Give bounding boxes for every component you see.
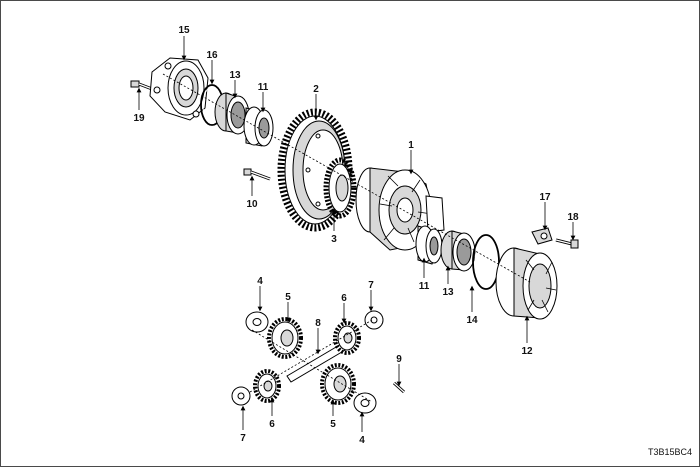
bearing-cup-13-upper	[214, 92, 250, 135]
bearing-cup-13-lower	[440, 230, 476, 272]
callout-10: 10	[246, 199, 258, 210]
drive-gear-3	[323, 157, 357, 219]
thrust-washer-7-upper	[364, 310, 384, 330]
assembly-axis-lines	[162, 73, 531, 403]
leader-lines	[136, 36, 576, 432]
bearing-cone-11-upper	[243, 106, 274, 147]
callout-5-lower: 5	[330, 419, 336, 430]
callout-15: 15	[178, 25, 190, 36]
callout-9: 9	[396, 354, 402, 365]
callout-13-lower: 13	[442, 287, 454, 298]
callout-4-lower: 4	[359, 435, 365, 446]
side-gear-5-lower	[320, 363, 356, 405]
thrust-washer-4-upper	[245, 311, 269, 333]
callout-labels: 15 16 13 11 2 1 19 10 3 17 18 11 13 14 1…	[133, 25, 579, 446]
callout-6-upper: 6	[341, 293, 347, 304]
lock-pin-9	[392, 381, 406, 394]
callout-7-lower: 7	[240, 433, 246, 444]
callout-3: 3	[331, 234, 337, 245]
callout-17: 17	[539, 192, 551, 203]
callout-16: 16	[206, 50, 218, 61]
callout-7-upper: 7	[368, 280, 374, 291]
callout-19: 19	[133, 113, 145, 124]
bearing-retainer-15	[149, 57, 209, 121]
callout-11-lower: 11	[419, 281, 430, 292]
callout-2: 2	[313, 84, 319, 95]
bolt-10	[243, 168, 271, 181]
callout-14: 14	[466, 315, 478, 326]
thrust-washer-7-lower	[231, 386, 251, 406]
lock-plate-17	[531, 227, 553, 245]
thrust-washer-4-lower	[353, 392, 377, 414]
callout-12: 12	[521, 346, 533, 357]
pinion-gear-6-lower	[253, 369, 281, 403]
bolt-18	[555, 238, 579, 249]
side-gear-5-upper	[267, 317, 303, 359]
housing-12	[495, 247, 558, 320]
bearing-cone-11-lower	[415, 225, 443, 265]
callout-8: 8	[315, 318, 321, 329]
callout-13-upper: 13	[229, 70, 241, 81]
callout-5-upper: 5	[285, 292, 291, 303]
callout-11-upper: 11	[258, 82, 269, 93]
callout-4-upper: 4	[257, 276, 263, 287]
callout-1: 1	[408, 140, 414, 151]
figure-code: T3B15BC4	[648, 447, 692, 457]
callout-6-lower: 6	[269, 419, 275, 430]
callout-18: 18	[567, 212, 579, 223]
